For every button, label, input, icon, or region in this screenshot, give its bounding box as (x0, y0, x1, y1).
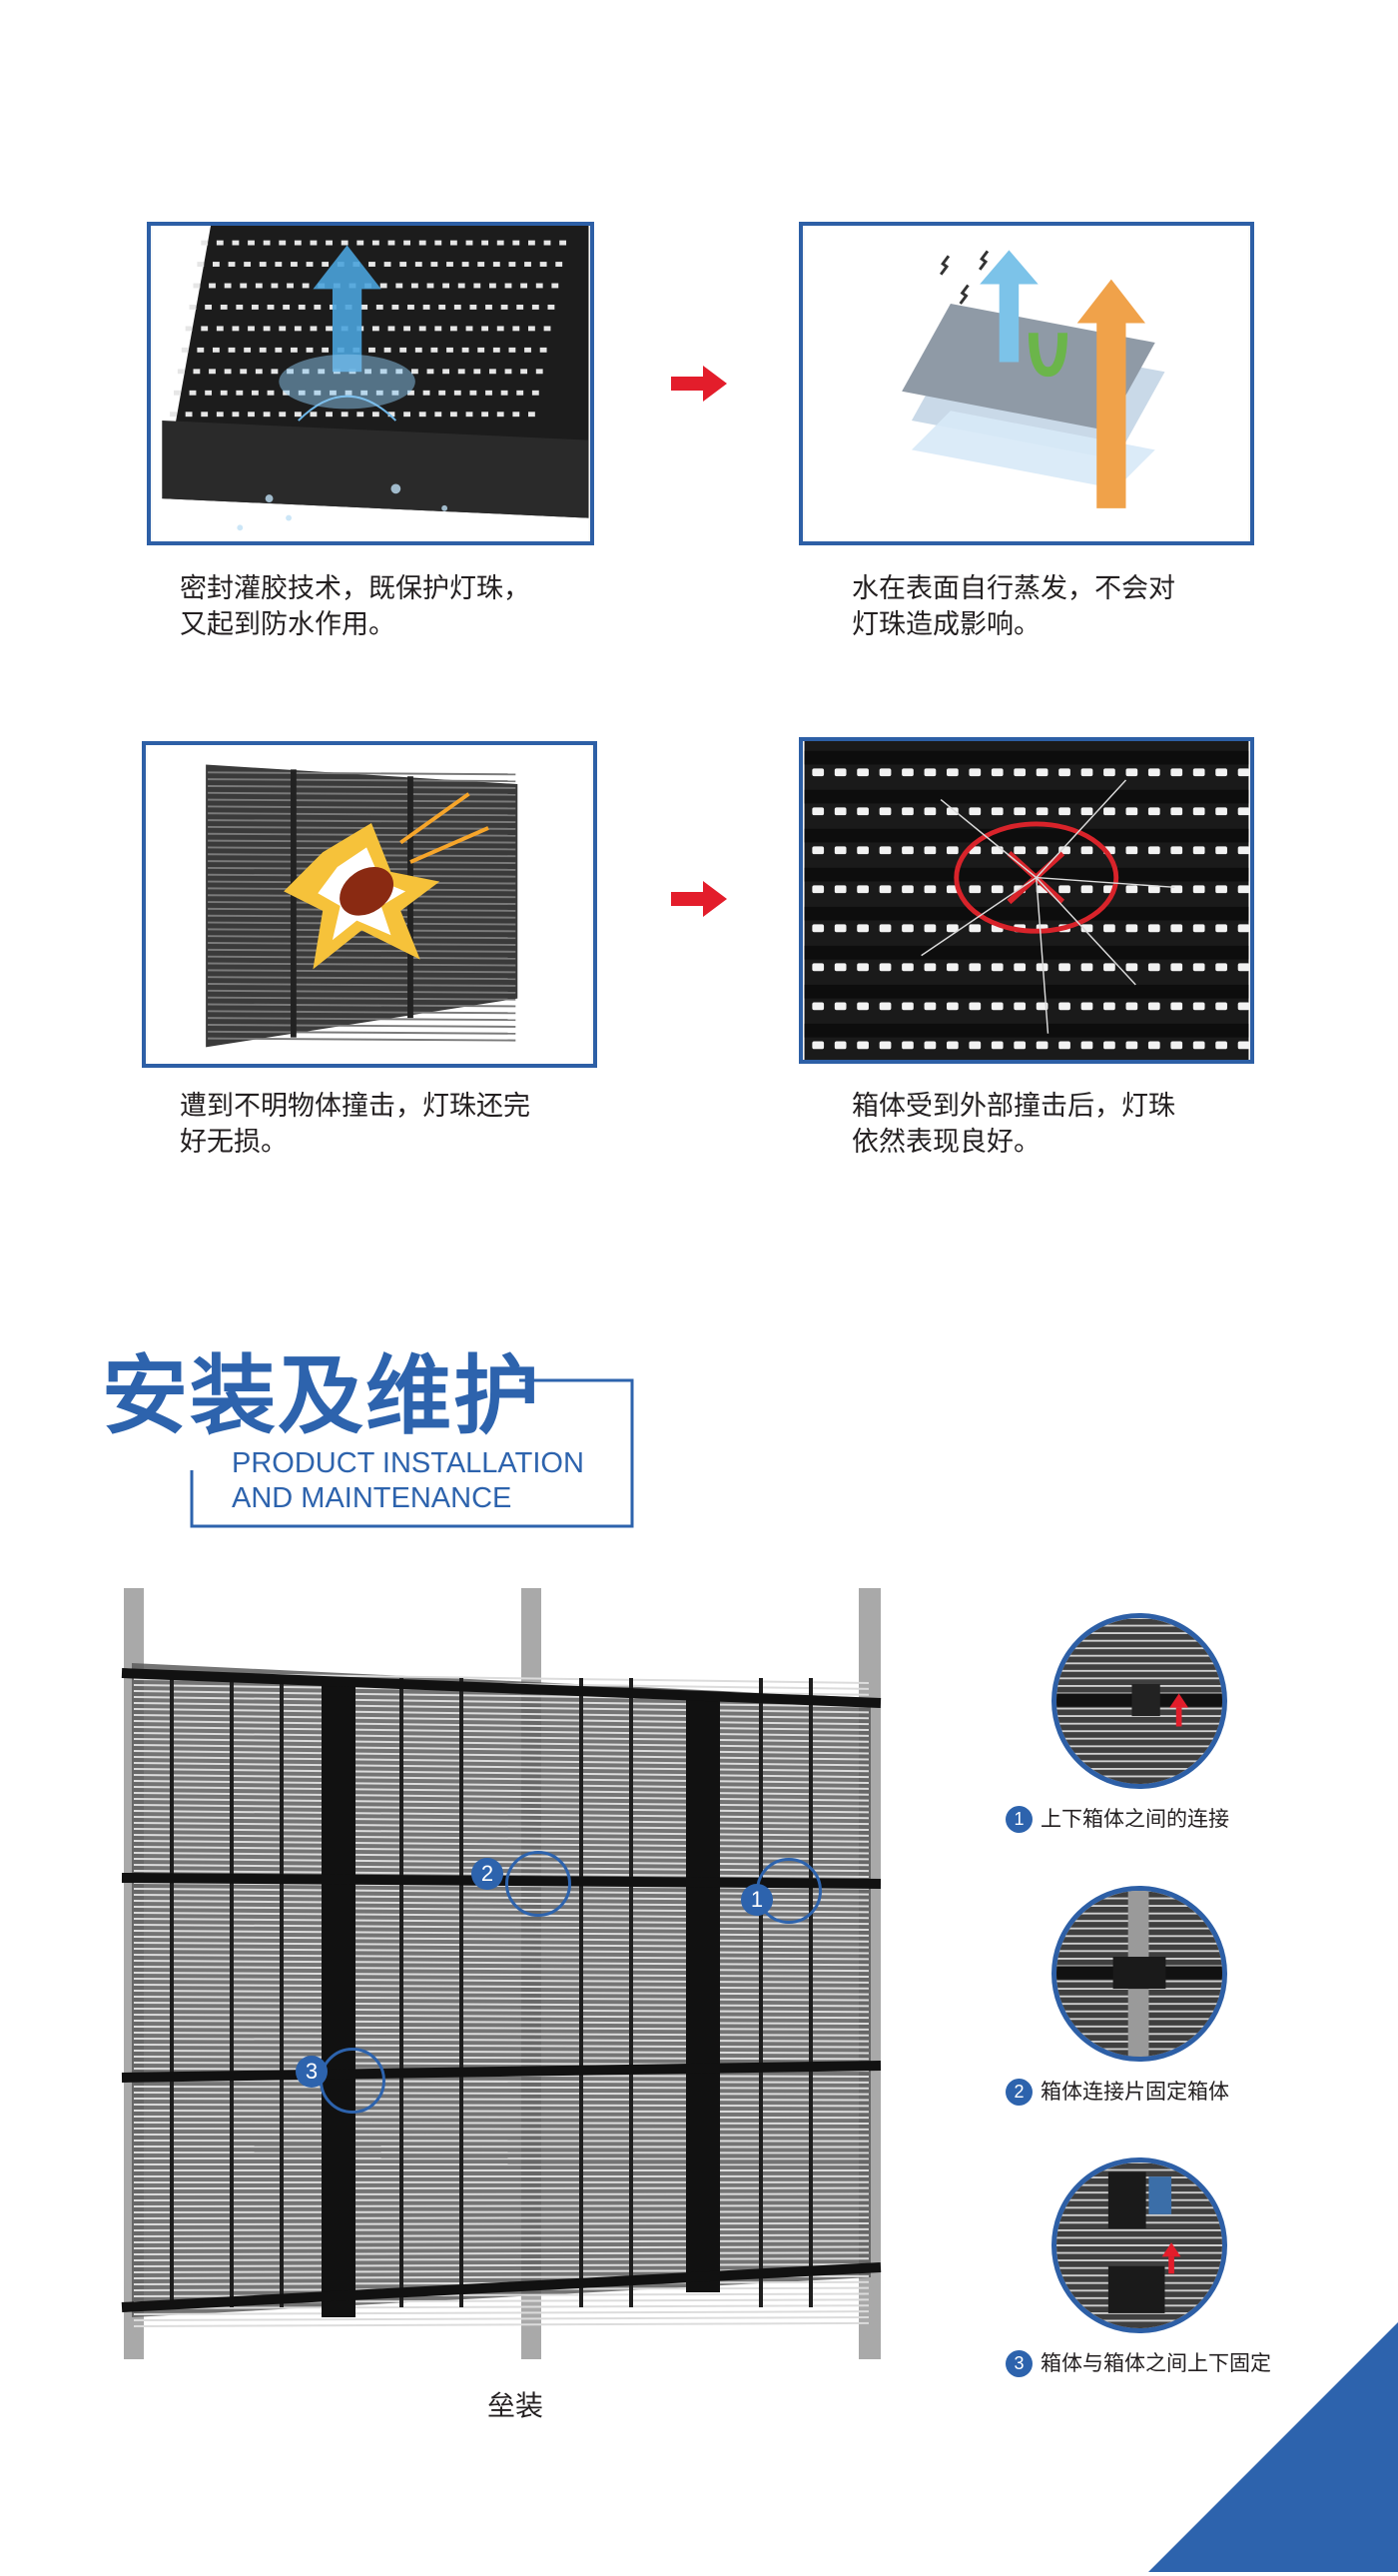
assembly-callout-3-badge: 3 (296, 2056, 328, 2088)
assembly-callout-3[interactable] (320, 2048, 385, 2114)
assembly-callout-2-badge: 2 (471, 1858, 503, 1890)
corner-triangle-decoration (1148, 2322, 1398, 2572)
detail-image-3 (1051, 2157, 1227, 2333)
arrow-right-icon (671, 881, 727, 917)
panel-impact-illustration (146, 745, 593, 1064)
feature-image-cracked (799, 737, 1254, 1064)
feature-image-sealed-glue (147, 222, 594, 545)
assembly-caption: 垒装 (487, 2384, 543, 2424)
assembly-illustration (112, 1588, 891, 2367)
feature-image-impact (142, 741, 597, 1068)
assembly-callout-2[interactable] (505, 1851, 571, 1917)
detail-label-2: 2 箱体连接片固定箱体 (1006, 2078, 1229, 2106)
feature-caption-4: 箱体受到外部撞击后，灯珠 依然表现良好。 (852, 1089, 1271, 1161)
section-title-cn: 安装及维护 (102, 1346, 541, 1446)
feature-caption-3: 遭到不明物体撞击，灯珠还完 好无损。 (180, 1089, 599, 1161)
detail-label-1: 1 上下箱体之间的连接 (1006, 1805, 1229, 1833)
arrow-right-icon (671, 366, 727, 402)
section-title-en: PRODUCT INSTALLATION AND MAINTENANCE (232, 1446, 584, 1516)
detail-text-2: 箱体连接片固定箱体 (1041, 2078, 1229, 2106)
feature-caption-2: 水在表面自行蒸发，不会对 灯珠造成影响。 (852, 571, 1271, 643)
detail-badge-3: 3 (1006, 2350, 1033, 2377)
evaporation-layers-illustration (803, 226, 1250, 541)
detail-image-1 (1051, 1613, 1227, 1789)
detail-badge-1: 1 (1006, 1806, 1033, 1833)
detail-image-2 (1051, 1886, 1227, 2062)
assembly-callout-1-badge: 1 (741, 1884, 773, 1916)
led-module-waterproof-illustration (151, 226, 590, 541)
feature-caption-1: 密封灌胶技术，既保护灯珠， 又起到防水作用。 (180, 571, 599, 643)
detail-badge-2: 2 (1006, 2079, 1033, 2106)
cracked-panel-illustration (803, 741, 1250, 1060)
detail-text-1: 上下箱体之间的连接 (1041, 1805, 1229, 1833)
feature-image-evaporation (799, 222, 1254, 545)
